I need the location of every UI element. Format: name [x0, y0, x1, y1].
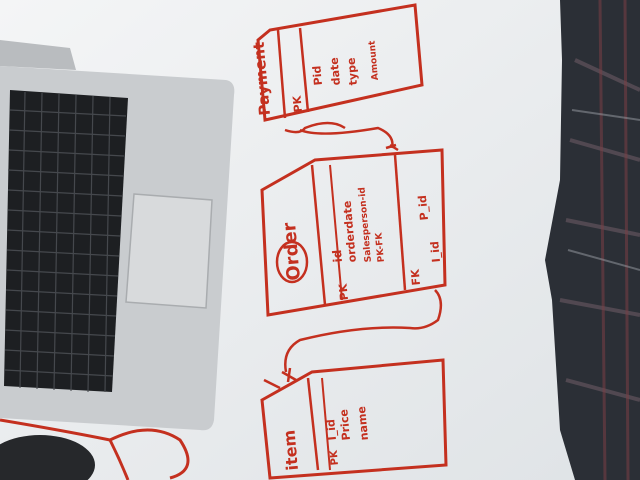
laptop — [0, 40, 235, 431]
keyboard — [4, 90, 128, 392]
item-attr-price: Price — [337, 409, 353, 441]
payment-attr-type: type — [345, 57, 360, 86]
order-title: Order — [279, 222, 305, 282]
rel-payment-connector — [284, 121, 346, 134]
payment-attr-pid: Pid — [310, 65, 325, 86]
rel-order-item — [284, 289, 443, 373]
rel-payment-order — [299, 126, 394, 149]
payment-pk: PK — [291, 95, 305, 113]
relationship-lines — [263, 121, 443, 390]
order-pk: PK — [337, 283, 351, 301]
item-attr-name: name — [355, 406, 371, 441]
red-cable — [0, 418, 190, 480]
payment-attr-date: date — [328, 57, 343, 86]
payment-attr-amount: Amount — [368, 40, 381, 81]
order-attr-id: id — [330, 249, 345, 263]
item-entity: item PK I_id Price name — [260, 358, 448, 480]
item-attr-iid: I_id — [324, 419, 339, 441]
item-title: item — [280, 429, 302, 471]
dark-cloth — [545, 0, 640, 480]
order-attr-pkfk: PK-FK — [374, 231, 387, 262]
item-pk: PK — [329, 448, 341, 465]
order-fk-pid: P_id — [416, 195, 431, 221]
payment-entity: Payment PK Pid date type Amount — [250, 3, 424, 122]
order-fk: FK — [409, 268, 423, 286]
order-attr-orderdate: orderdate — [341, 200, 359, 263]
trackpad — [125, 193, 213, 309]
order-entity: Order PK id orderdate Salesperson-id PK-… — [260, 148, 447, 317]
order-fk-iid: I_id — [428, 241, 443, 263]
headphones — [0, 435, 95, 480]
